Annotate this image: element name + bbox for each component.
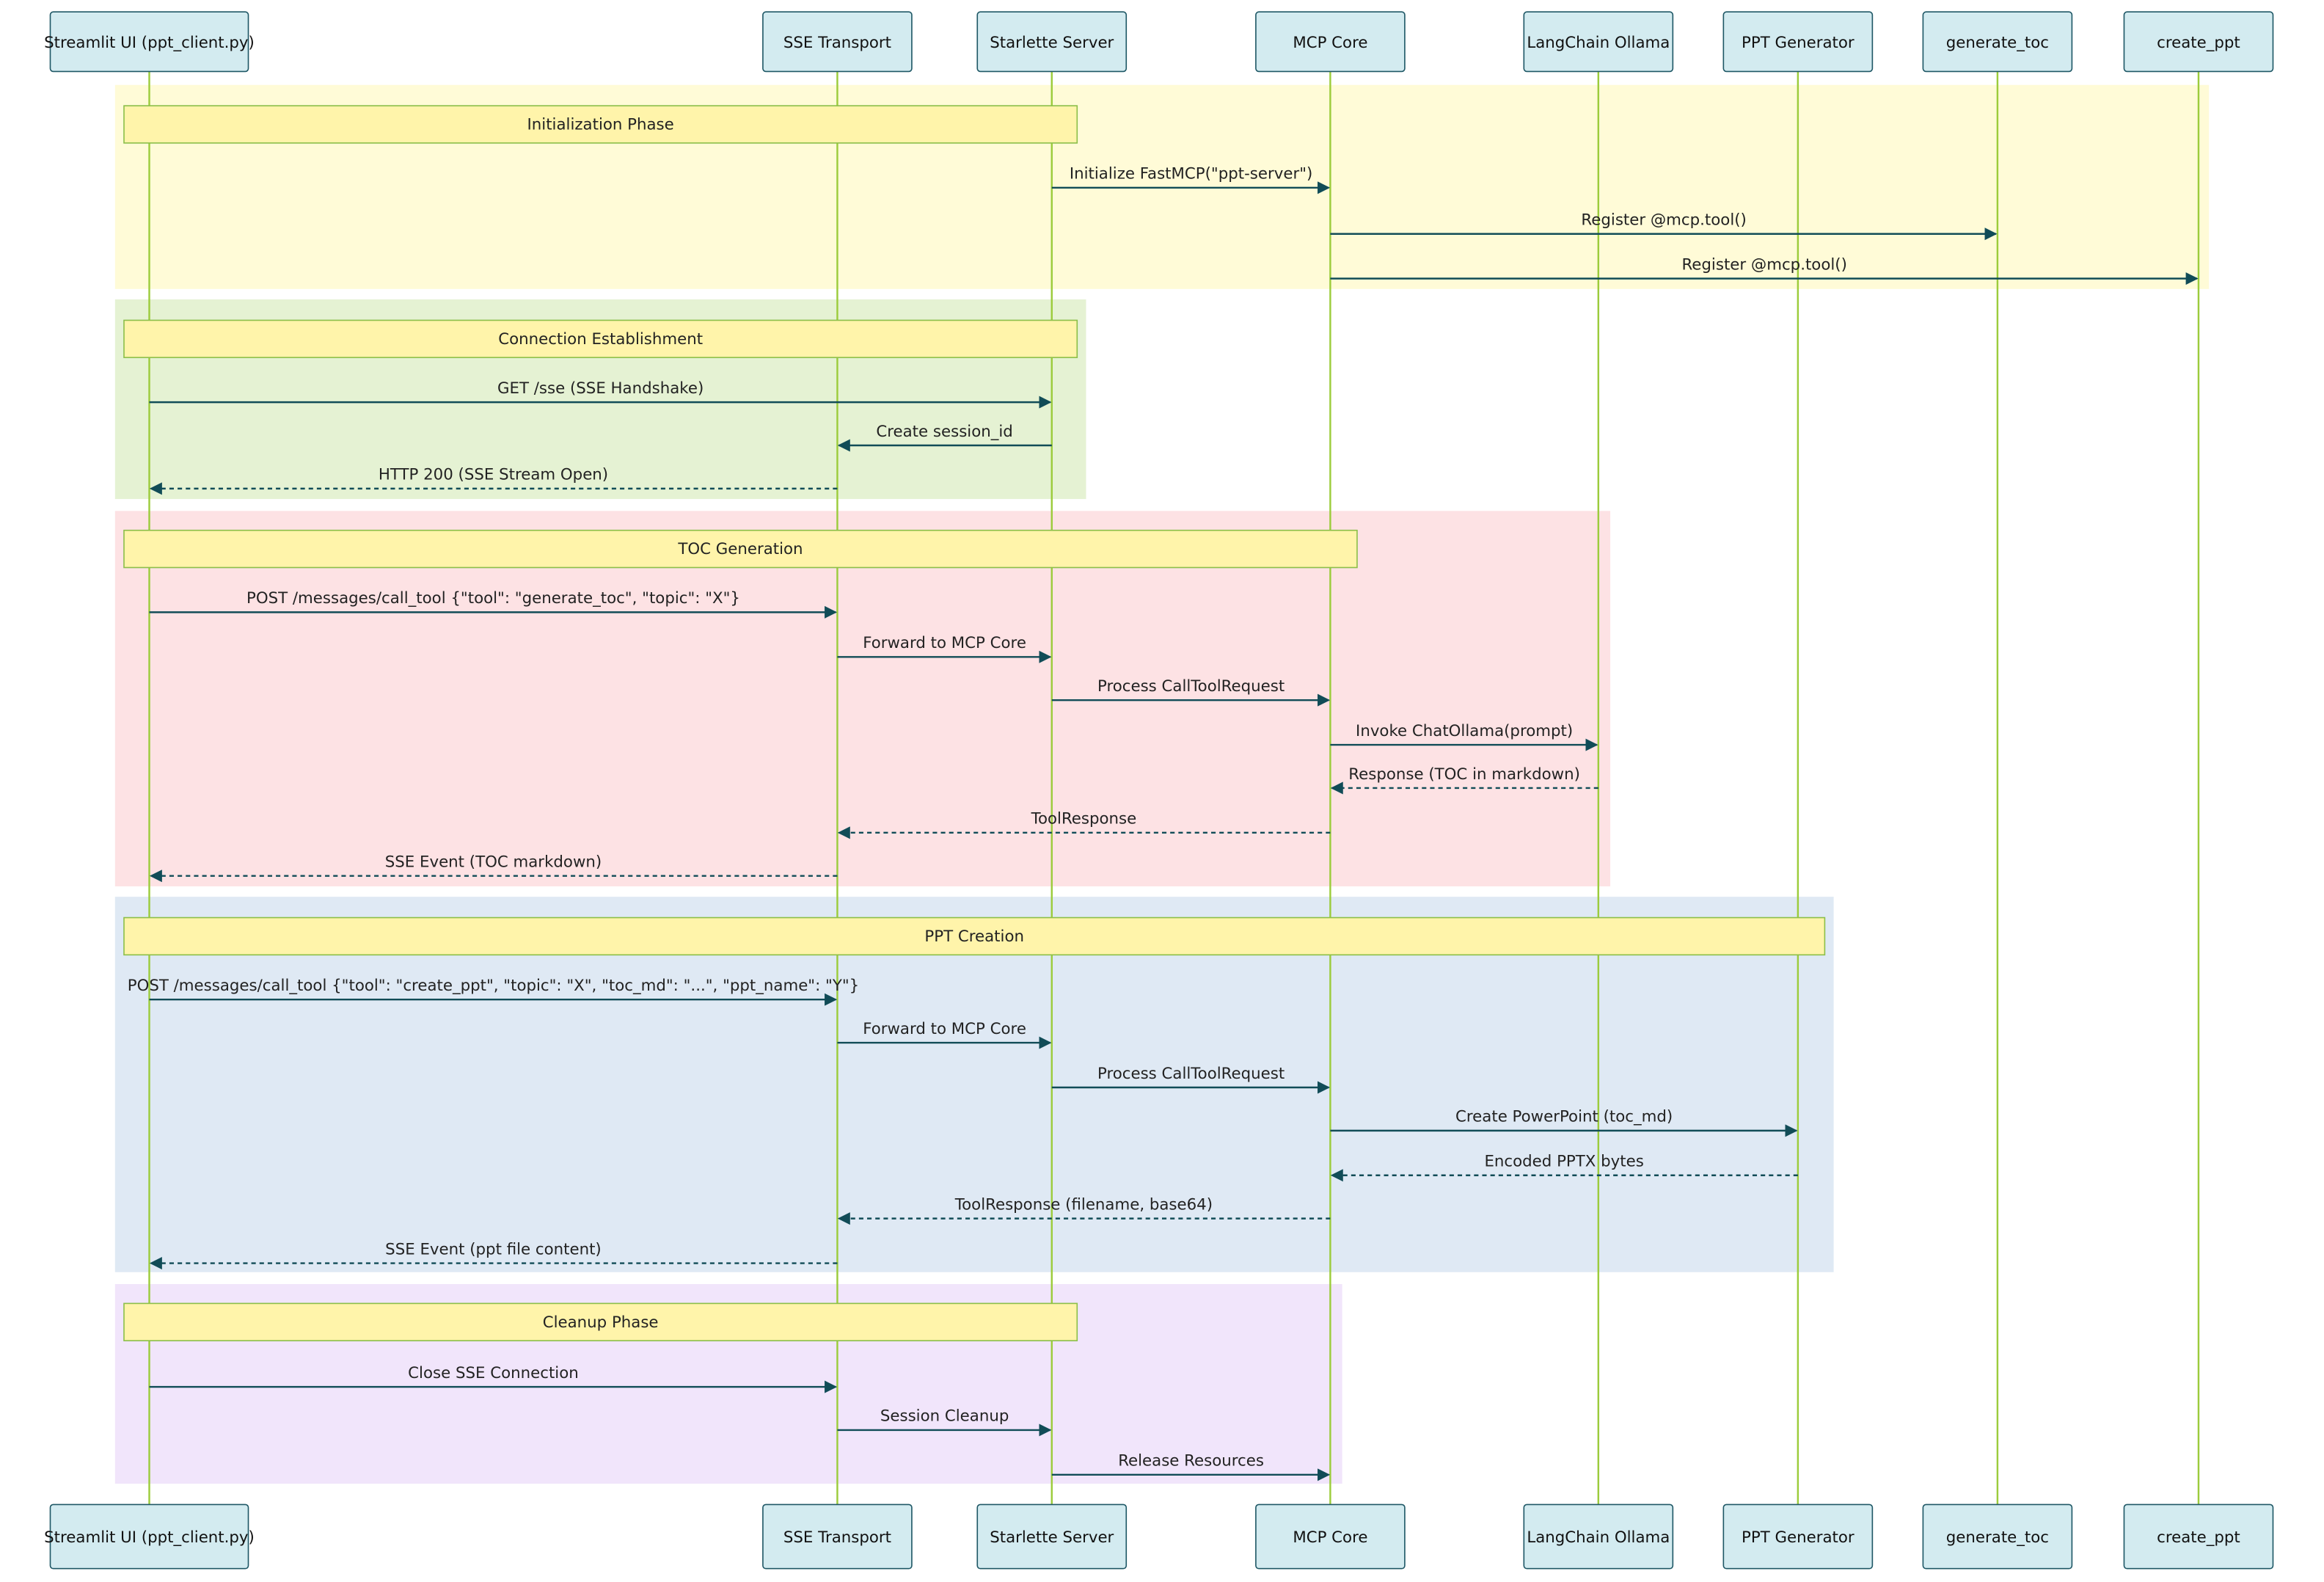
phase-note	[123, 529, 1358, 569]
phase-title: PPT Creation	[924, 927, 1024, 946]
participant-gtoc-top: generate_toc	[1922, 11, 2073, 73]
message-label: Process CallToolRequest	[1097, 1065, 1285, 1083]
participant-box	[2123, 1503, 2274, 1570]
participant-box	[49, 1503, 249, 1570]
participant-cppt-bottom: create_ppt	[2123, 1503, 2274, 1570]
phase-title: Initialization Phase	[527, 116, 674, 134]
participant-ppt-bottom: PPT Generator	[1722, 1503, 1874, 1570]
message-label: SSE Event (ppt file content)	[385, 1240, 602, 1258]
message-label: Initialize FastMCP("ppt-server")	[1070, 165, 1312, 183]
phase-note	[123, 319, 1078, 359]
participant-label: PPT Generator	[1742, 34, 1855, 52]
participant-label: Starlette Server	[990, 1528, 1114, 1547]
participant-label: create_ppt	[2157, 1528, 2240, 1547]
message-label: SSE Event (TOC markdown)	[385, 853, 602, 872]
participant-box	[976, 11, 1128, 73]
participant-box	[1922, 1503, 2073, 1570]
phase-note	[123, 105, 1078, 144]
participant-box	[762, 11, 913, 73]
participant-label: SSE Transport	[783, 34, 891, 52]
phase-note	[123, 916, 1826, 956]
participant-label: SSE Transport	[783, 1528, 891, 1547]
message-label: GET /sse (SSE Handshake)	[497, 379, 704, 398]
participant-star-top: Starlette Server	[976, 11, 1128, 73]
participant-box	[49, 11, 249, 73]
message-label: POST /messages/call_tool {"tool": "gener…	[246, 589, 740, 608]
phase-region	[114, 897, 1834, 1272]
participant-label: Streamlit UI (ppt_client.py)	[44, 1528, 255, 1547]
message-label: ToolResponse (filename, base64)	[954, 1195, 1213, 1214]
participant-label: LangChain Ollama	[1527, 1528, 1670, 1547]
participant-sse-top: SSE Transport	[762, 11, 913, 73]
participant-box	[1255, 1503, 1406, 1570]
message-label: Forward to MCP Core	[863, 634, 1026, 652]
participant-box	[1722, 1503, 1874, 1570]
participant-ui-bottom: Streamlit UI (ppt_client.py)	[44, 1503, 255, 1570]
participant-box	[1255, 11, 1406, 73]
message-label: Invoke ChatOllama(prompt)	[1356, 722, 1573, 740]
message-label: Forward to MCP Core	[863, 1020, 1026, 1038]
participant-mcp-top: MCP Core	[1255, 11, 1406, 73]
participant-star-bottom: Starlette Server	[976, 1503, 1128, 1570]
participant-label: Starlette Server	[990, 34, 1114, 52]
participant-sse-bottom: SSE Transport	[762, 1503, 913, 1570]
message-label: HTTP 200 (SSE Stream Open)	[379, 466, 608, 484]
message-label: Create PowerPoint (toc_md)	[1455, 1108, 1673, 1126]
message-label: POST /messages/call_tool {"tool": "creat…	[128, 977, 859, 995]
message-label: Release Resources	[1118, 1452, 1264, 1470]
message-label: Process CallToolRequest	[1097, 677, 1285, 696]
message-label: ToolResponse	[1031, 810, 1137, 828]
participant-box	[1922, 11, 2073, 73]
participant-box	[1523, 1503, 1674, 1570]
participant-ui-top: Streamlit UI (ppt_client.py)	[44, 11, 255, 73]
participant-llm-top: LangChain Ollama	[1523, 11, 1674, 73]
phase-region	[114, 511, 1611, 886]
participant-box	[2123, 11, 2274, 73]
participant-label: Streamlit UI (ppt_client.py)	[44, 34, 255, 52]
message-label: Response (TOC in markdown)	[1348, 765, 1580, 784]
phase-note	[123, 1302, 1078, 1341]
participant-label: PPT Generator	[1742, 1528, 1855, 1547]
participant-label: generate_toc	[1946, 34, 2049, 52]
participant-cppt-top: create_ppt	[2123, 11, 2274, 73]
message-label: Close SSE Connection	[408, 1364, 579, 1382]
participant-label: create_ppt	[2157, 34, 2240, 52]
participant-label: generate_toc	[1946, 1528, 2049, 1547]
phase-title: TOC Generation	[677, 540, 803, 558]
phase-title: Cleanup Phase	[543, 1313, 659, 1332]
message-label: Register @mcp.tool()	[1581, 211, 1746, 230]
message-label: Session Cleanup	[880, 1407, 1009, 1426]
participant-mcp-bottom: MCP Core	[1255, 1503, 1406, 1570]
participant-box	[976, 1503, 1128, 1570]
message-label: Encoded PPTX bytes	[1484, 1153, 1643, 1171]
participant-box	[1722, 11, 1874, 73]
message-label: Create session_id	[876, 423, 1012, 441]
participant-gtoc-bottom: generate_toc	[1922, 1503, 2073, 1570]
phase-title: Connection Establishment	[498, 330, 703, 349]
participant-label: MCP Core	[1293, 1528, 1367, 1547]
participant-label: LangChain Ollama	[1527, 34, 1670, 52]
participant-ppt-top: PPT Generator	[1722, 11, 1874, 73]
participant-box	[1523, 11, 1674, 73]
participant-label: MCP Core	[1293, 34, 1367, 52]
participant-llm-bottom: LangChain Ollama	[1523, 1503, 1674, 1570]
participant-box	[762, 1503, 913, 1570]
message-label: Register @mcp.tool()	[1681, 255, 1846, 274]
